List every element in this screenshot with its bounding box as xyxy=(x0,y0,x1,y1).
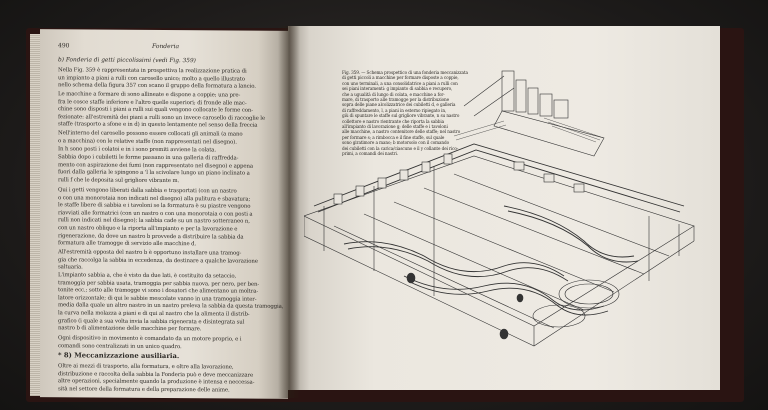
closing-paragraph: Oltre ai mezzi di trasporto, alla format… xyxy=(58,363,255,394)
paragraph: All'estremità opposta del nastro b è opp… xyxy=(58,249,258,271)
foundry-perspective-drawing xyxy=(304,66,704,376)
paragraph: L'impianto sabbia a, che è visto da due … xyxy=(58,272,284,333)
section-heading: * 8) Meccanizzazione ausiliaria. xyxy=(58,351,180,361)
page-edges xyxy=(30,34,42,396)
support-columns xyxy=(323,166,680,296)
book-gutter xyxy=(278,26,300,398)
paragraph: Nella Fig. 359 è rappresentata in prospe… xyxy=(58,67,256,90)
running-head: Fonderia xyxy=(152,42,180,51)
subsection-heading: b) Fonderia di getti piccolissimi (vedi … xyxy=(58,57,196,65)
paragraph: Qui i getti vengono liberati dalla sabbi… xyxy=(58,187,253,248)
roller-conveyors xyxy=(313,143,685,316)
left-page: 490 Fonderia b) Fonderia di getti piccol… xyxy=(40,29,288,399)
hatching xyxy=(453,117,605,143)
floor-grid xyxy=(304,155,695,347)
paragraph: Le macchine a formare di sono allineate … xyxy=(58,91,266,130)
tunnel-openings xyxy=(406,272,524,340)
page-number: 490 xyxy=(58,42,70,50)
paragraph: Ogni dispositivo in movimento è comandat… xyxy=(58,335,242,350)
molding-machines xyxy=(333,153,585,205)
sand-plant-towers xyxy=(463,70,605,157)
paragraph: Sabbia dopo i cubiletti le forme passano… xyxy=(58,154,253,184)
right-page: Fig. 359. — Schema prospettico di una fo… xyxy=(288,26,720,390)
figure-caption: Fig. 359. — Schema prospettico di una fo… xyxy=(342,70,468,157)
paragraph: Nell'interno del carosello possono esser… xyxy=(58,130,243,146)
carousel-loop xyxy=(532,279,620,328)
